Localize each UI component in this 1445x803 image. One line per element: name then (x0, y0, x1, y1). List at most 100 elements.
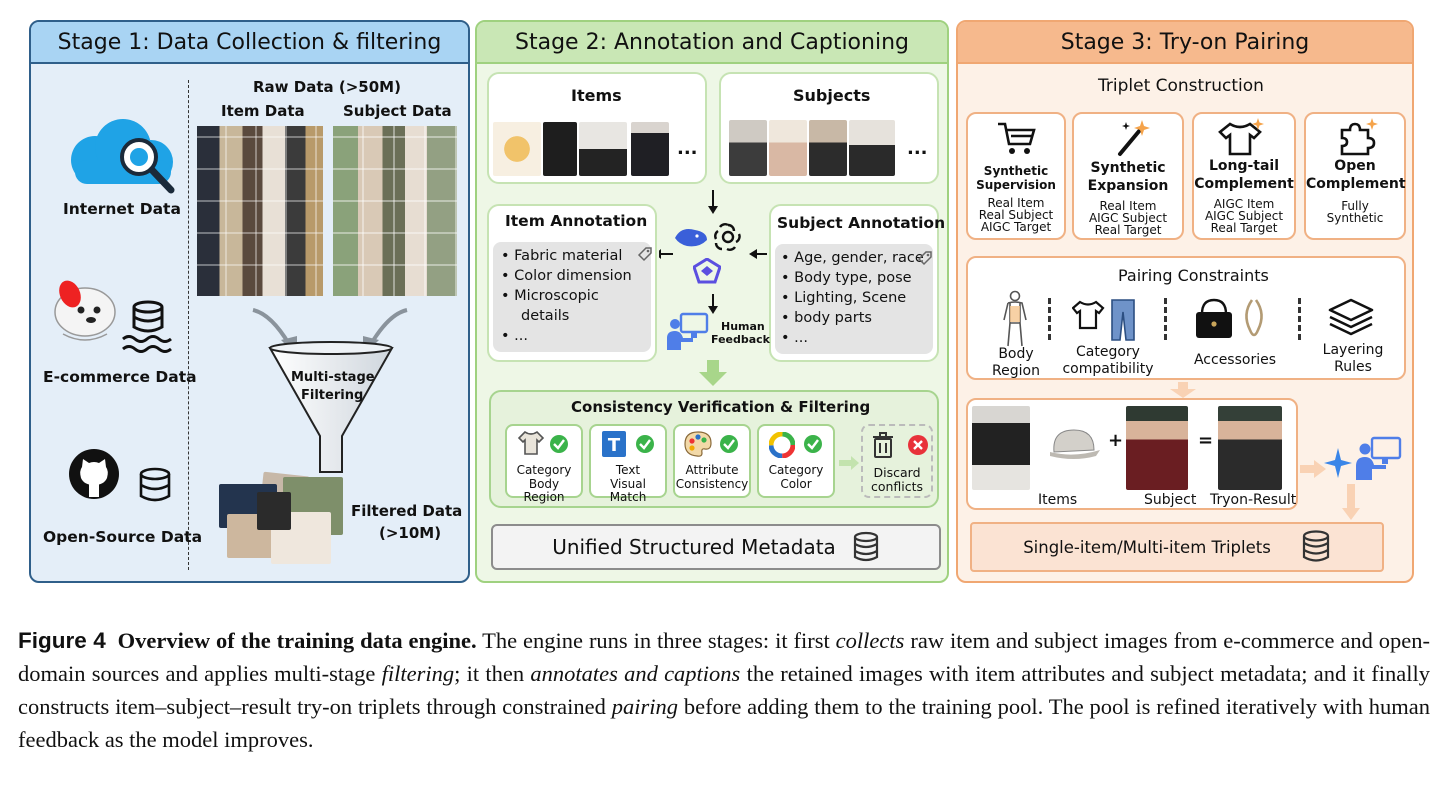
verify-card-l1: Category (768, 463, 824, 477)
bullet-text: Age, gender, race (794, 250, 924, 266)
item-photo (493, 122, 541, 176)
figure-caption: Figure 4 Overview of the training data e… (18, 624, 1430, 756)
verify-card-l2: Consistency (675, 477, 749, 491)
triplet-t1: Open (1334, 158, 1376, 174)
caption-italic: annotates and captions (530, 661, 741, 686)
result-label: Tryon-Result (1210, 492, 1297, 508)
database-icon (122, 300, 172, 353)
item-annotation-list: • Fabric material • Color dimension • Mi… (493, 242, 651, 352)
human-label-1: Human (721, 320, 765, 333)
caption-fig-number: Figure 4 (18, 628, 106, 653)
verification-title: Consistency Verification & Filtering (571, 398, 871, 416)
metadata-label: Unified Structured Metadata (552, 535, 836, 559)
stage1-divider (188, 80, 189, 570)
stage1-panel: Stage 1: Data Collection & filtering Int… (29, 20, 470, 583)
clothes-icon (1072, 299, 1135, 341)
subject-photo (769, 120, 807, 176)
verify-card-l2: Body Region (523, 477, 565, 504)
github-icon (69, 449, 119, 499)
bullet-text: ... (794, 330, 808, 346)
puzzle-icon (1340, 118, 1378, 156)
triplet-t2: Supervision (976, 178, 1056, 192)
bullet: • Color dimension (501, 268, 632, 284)
item-photo-grid (197, 126, 323, 296)
cart-icon (998, 122, 1036, 154)
triplet-t2: Expansion (1087, 178, 1169, 194)
tag-icon (637, 247, 652, 262)
discard-l2: conflicts (870, 479, 924, 494)
output-label: Single-item/Multi-item Triplets (1023, 537, 1271, 557)
right-arrow (1300, 460, 1326, 478)
cloud-search-icon (71, 119, 175, 194)
subject-data-label: Subject Data (343, 102, 452, 120)
triplet-l2: Synthetic (1326, 211, 1384, 225)
triplet-card-open: Open Complement Fully Synthetic (1304, 112, 1406, 240)
triplet-t1: Synthetic (983, 164, 1049, 178)
chatgpt-icon (714, 223, 741, 251)
stage2-title: Stage 2: Annotation and Captioning (515, 29, 909, 55)
cap-photo (1050, 429, 1100, 459)
constraint-divider (1164, 298, 1167, 340)
subject-annotation-list: • Age, gender, race • Body type, pose • … (775, 244, 933, 354)
triplet-l1: Real Item (987, 196, 1045, 210)
item-annotation-box: Item Annotation • Fabric material • Colo… (487, 204, 657, 362)
subject-photo (809, 120, 847, 176)
plus-sign: + (1108, 430, 1124, 451)
triplet-l1: AIGC Item (1213, 197, 1275, 211)
constraint-l1: Body (998, 346, 1034, 362)
bullet: • ... (781, 330, 808, 346)
palette-icon (684, 431, 712, 457)
subject-photo (729, 120, 767, 176)
pairing-constraints-box: Pairing Constraints Body Region Category… (966, 256, 1406, 380)
constraint-l1: Accessories (1193, 352, 1277, 368)
subject-photo (849, 120, 895, 176)
items-ellipsis: ... (677, 138, 698, 159)
subjects-ellipsis: ... (907, 138, 928, 159)
subjects-title: Subjects (793, 86, 871, 105)
source-ecommerce: E-commerce Data (43, 368, 197, 386)
subject-photo (1126, 406, 1188, 490)
check-icon (550, 435, 568, 453)
verify-card-l1: Text (615, 463, 641, 477)
sparkle-icon (1324, 448, 1352, 478)
triplet-l2: AIGC Subject (1088, 211, 1168, 225)
caption-bold: Overview of the training data engine. (117, 628, 477, 653)
filtered-photo (257, 492, 291, 530)
stage3-header: Stage 3: Try-on Pairing (958, 22, 1412, 64)
stage2-header: Stage 2: Annotation and Captioning (477, 22, 947, 64)
items-title: Items (571, 86, 622, 105)
item-photo-overlay (197, 126, 323, 296)
stage3-title: Stage 3: Try-on Pairing (1060, 29, 1310, 55)
shirt-icon (517, 430, 545, 455)
verify-card-attribute: Attribute Consistency (673, 424, 751, 498)
item-photo (579, 122, 627, 176)
center-flow (659, 190, 767, 314)
constraint-l2: Region (992, 363, 1040, 379)
verify-card-color: Category Color (757, 424, 835, 498)
ecommerce-dog-icon (54, 280, 116, 341)
reject-icon (908, 435, 928, 455)
constraint-l1: Layering (1322, 342, 1384, 358)
subject-annotation-title: Subject Annotation (777, 214, 946, 232)
arrow-to-discard (839, 456, 859, 470)
raw-data-label: Raw Data (>50M) (253, 78, 401, 96)
bullet-text: Lighting, Scene (794, 290, 907, 306)
triplet-l3: AIGC Target (980, 220, 1052, 234)
caption-text: raw item and subject images from e-comme… (18, 628, 1430, 686)
stage1-title: Stage 1: Data Collection & filtering (57, 29, 442, 55)
subject-photo-overlay (333, 126, 457, 296)
magic-wand-icon (1118, 120, 1150, 156)
svg-text:T: T (608, 435, 621, 456)
database-icon (1302, 530, 1329, 562)
color-wheel-icon (769, 432, 795, 458)
discard-card: Discard conflicts (861, 424, 933, 498)
result-photo (1218, 406, 1282, 490)
triplet-l1: Real Item (1099, 199, 1157, 213)
item-data-label: Item Data (221, 102, 305, 120)
text-icon: T (602, 431, 626, 457)
bullet-text: Microscopic (514, 288, 599, 304)
subject-label: Subject (1144, 492, 1197, 508)
caption-italic: filtering (381, 661, 455, 686)
subject-annotation-box: Subject Annotation • Age, gender, race •… (769, 204, 945, 362)
triplet-card-supervision: Synthetic Supervision Real Item Real Sub… (966, 112, 1066, 240)
